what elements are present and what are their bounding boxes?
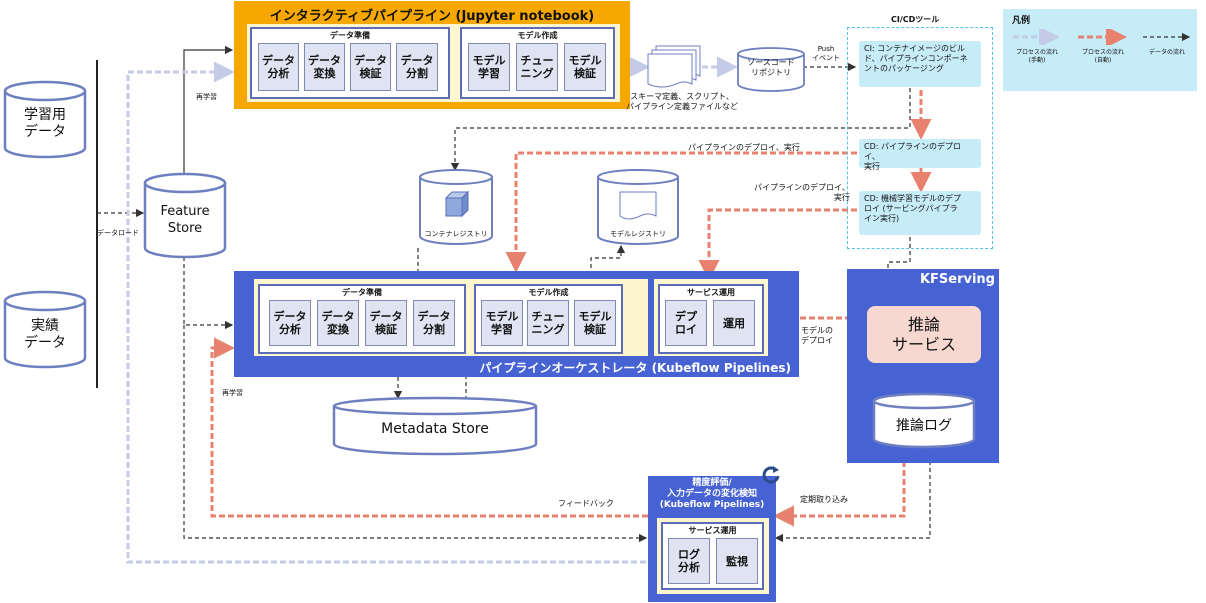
jupyter-prep-title: データ準備 <box>330 31 370 40</box>
source-repo-label: ソースコード リポジトリ <box>747 58 795 77</box>
train-data-cylinder <box>3 80 87 159</box>
cd-pipeline-box[interactable]: CD: パイプラインのデプロイ、 実行 <box>859 139 981 171</box>
orchestrator-title: パイプラインオーケストレータ (Kubeflow Pipelines) <box>479 361 791 375</box>
legend-data: データの流れ <box>1148 49 1185 56</box>
push-event-label: Push イベント <box>812 45 840 62</box>
jupyter-model-title: モデル作成 <box>517 31 558 40</box>
inference-log-label: 推論ログ <box>896 418 952 434</box>
relearn-label-bottom: 再学習 <box>222 389 243 397</box>
ci-to-registry-arrow <box>450 88 911 172</box>
orch-data-analysis[interactable]: データ 分析 <box>269 300 311 346</box>
monitor-serve-group: サービス運用 ログ 分析 監視 <box>661 522 764 590</box>
orch-model-title: モデル作成 <box>528 288 569 297</box>
log-analysis[interactable]: ログ 分析 <box>668 538 710 584</box>
feature-store-cylinder <box>143 172 227 259</box>
data-load-label: データロード <box>97 229 139 237</box>
fs-to-monitor-arrow <box>183 325 648 543</box>
kfserving-title: KFServing <box>919 272 995 287</box>
jupyter-data-analysis[interactable]: データ 分析 <box>258 43 299 91</box>
model-document-icon <box>619 191 657 220</box>
monitor-pipeline: 精度評価/ 入力データの変化検知 (Kubeflow Pipelines) サー… <box>648 476 776 602</box>
actual-data-label: 実績 データ <box>24 318 66 351</box>
cd1-to-orch-arrow <box>505 151 857 273</box>
metadata-store-label: Metadata Store <box>381 421 489 437</box>
container-registry-label: コンテナレジストリ <box>424 230 488 238</box>
jupyter-tuning[interactable]: チュー ニング <box>516 43 558 91</box>
ci-box[interactable]: CI: コンテナイメージのビル ド、パイプラインコンポーネ ントのパッケージング <box>859 41 981 87</box>
model-registry-label: モデルレジストリ <box>610 230 666 238</box>
feedback-arrow <box>210 337 648 518</box>
monitor-title: 精度評価/ 入力データの変化検知 (Kubeflow Pipelines) <box>659 478 765 510</box>
fs-to-orch-arrow <box>183 250 234 330</box>
jupyter-pipeline: インタラクティブパイプライン (Jupyter notebook) データ準備 … <box>234 1 630 109</box>
jupyter-title: インタラクティブパイプライン (Jupyter notebook) <box>269 9 595 24</box>
monitor-serve-title: サービス運用 <box>688 526 737 535</box>
orch-prep-title: データ準備 <box>342 288 382 297</box>
inference-log-cylinder <box>872 392 976 449</box>
jupyter-data-transform[interactable]: データ 変換 <box>304 43 345 91</box>
jupyter-data-split[interactable]: データ 分割 <box>396 43 438 91</box>
relearn-label-top: 再学習 <box>196 93 217 101</box>
pipeline-orchestrator: データ準備 データ 分析 データ 変換 データ 検証 データ 分割 モデル作成 … <box>234 271 799 377</box>
periodic-import-label: 定期取り込み <box>800 495 848 504</box>
cd2-to-serve-arrow <box>698 208 857 281</box>
legend-manual: プロセスの流れ (手動) <box>1015 49 1058 64</box>
legend-title: 凡例 <box>1012 16 1031 26</box>
orch-serve-title: サービス運用 <box>687 288 735 297</box>
jupyter-prep-group: データ準備 データ 分析 データ 変換 データ 検証 データ 分割 <box>250 27 450 99</box>
orch-model-train[interactable]: モデル 学習 <box>481 300 523 346</box>
cicd-title: CI/CDツール <box>891 15 940 24</box>
deploy-run-label-2: パイプラインのデプロイ、 実行 <box>754 183 850 202</box>
jupyter-model-group: モデル作成 モデル 学習 チュー ニング モデル 検証 <box>460 27 615 99</box>
feature-store-label: Feature Store <box>160 204 210 236</box>
orch-tuning[interactable]: チュー ニング <box>527 300 569 346</box>
legend-auto: プロセスの流れ (自動) <box>1081 49 1124 64</box>
model-registry-cylinder <box>597 169 679 245</box>
source-repo-cylinder <box>737 47 805 92</box>
files-icon <box>647 45 701 88</box>
orch-serve-group: サービス運用 デプ ロイ 運用 <box>658 284 764 354</box>
files-label: スキーマ定義、スクリプト、 パイプライン定義ファイルなど <box>626 92 738 111</box>
jupyter-model-validate[interactable]: モデル 検証 <box>564 43 606 91</box>
train-data-label: 学習用 データ <box>24 107 66 140</box>
orch-operation[interactable]: 運用 <box>713 300 755 346</box>
legend: 凡例 プロセスの流れ (手動) プロセスの流れ (自動) データの流れ <box>1003 9 1197 91</box>
orch-model-validate[interactable]: モデル 検証 <box>574 300 616 346</box>
refresh-icon <box>762 466 780 484</box>
orch-prep-group: データ準備 データ 分析 データ 変換 データ 検証 データ 分割 <box>258 284 466 354</box>
orch-deploy[interactable]: デプ ロイ <box>665 300 707 346</box>
orch-to-model-registry-arrow <box>590 244 626 282</box>
orch-data-transform[interactable]: データ 変換 <box>317 300 359 346</box>
periodic-import-arrow <box>773 461 906 527</box>
monitoring[interactable]: 監視 <box>716 538 758 584</box>
container-cube-icon <box>444 190 470 218</box>
log-to-monitor-arrow <box>774 461 931 543</box>
cd-model-box[interactable]: CD: 機械学習モデルのデプ ロイ (サービングパイプラ イン実行) <box>859 191 981 235</box>
fs-to-jupyter-arrow <box>183 45 234 180</box>
jupyter-model-train[interactable]: モデル 学習 <box>468 43 510 91</box>
cicd-tool <box>847 27 993 249</box>
legend-lines <box>1013 29 1191 45</box>
feedback-label: フィードバック <box>558 499 614 508</box>
model-deploy-label: モデルの デプロイ <box>801 326 833 345</box>
orch-data-validate[interactable]: データ 検証 <box>365 300 407 346</box>
orch-model-group: モデル作成 モデル 学習 チュー ニング モデル 検証 <box>474 284 623 354</box>
actual-data-cylinder <box>3 290 87 369</box>
orch-data-split[interactable]: データ 分割 <box>413 300 455 346</box>
inference-service[interactable]: 推論 サービス <box>867 306 981 363</box>
kfserving: KFServing 推論 サービス 推論ログ <box>847 269 999 463</box>
deploy-run-label-1: パイプラインのデプロイ、実行 <box>688 143 800 152</box>
container-registry-cylinder <box>419 169 493 245</box>
jupyter-data-validate[interactable]: データ 検証 <box>350 43 391 91</box>
inference-service-label: 推論 サービス <box>891 314 956 354</box>
metadata-store-cylinder <box>332 396 538 456</box>
